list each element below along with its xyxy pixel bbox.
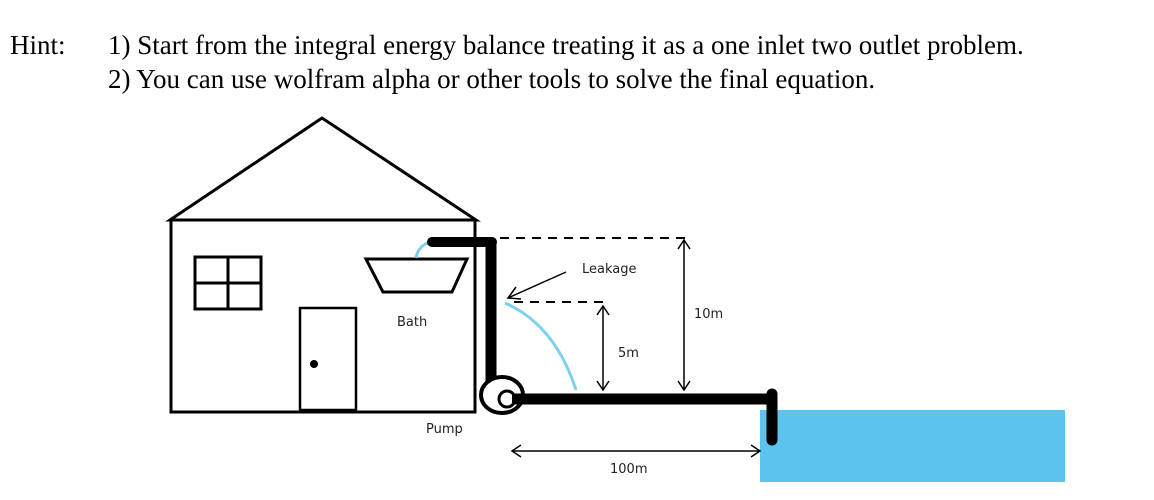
- water-reservoir: [760, 410, 1065, 482]
- hint-item-1: 1) Start from the integral energy balanc…: [108, 30, 1024, 60]
- distance-100m-label: 100m: [610, 462, 647, 477]
- vertical-pipe: [427, 237, 497, 395]
- bath-label: Bath: [397, 315, 427, 330]
- leakage-arrow: [506, 271, 567, 300]
- height-10m-dimension: [677, 238, 691, 392]
- leak-stream: [504, 301, 578, 391]
- horizontal-pipe: [512, 388, 778, 446]
- house-window: [193, 255, 263, 311]
- height-10m-label: 10m: [694, 307, 723, 322]
- height-5m-dimension: [596, 304, 610, 392]
- distance-100m-dimension: [510, 444, 762, 458]
- bath-tub: [363, 257, 470, 294]
- house-door: [298, 306, 358, 412]
- pump-label: Pump: [426, 422, 463, 437]
- house-body: [169, 218, 477, 414]
- hint-label: Hint:: [10, 30, 66, 60]
- leakage-label: Leakage: [582, 262, 637, 277]
- hint-item-2: 2) You can use wolfram alpha or other to…: [108, 64, 876, 94]
- house-roof: [165, 116, 481, 222]
- height-5m-label: 5m: [618, 346, 639, 361]
